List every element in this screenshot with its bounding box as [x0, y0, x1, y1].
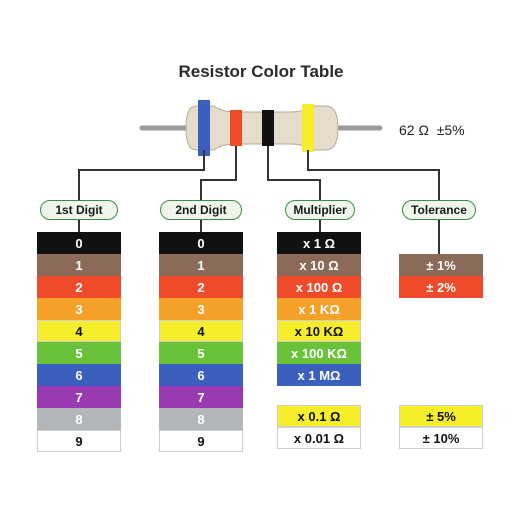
column-tolerance: ± 1%± 2% [399, 254, 483, 298]
color-cell: x 1 KΩ [277, 298, 361, 320]
color-cell: x 0.1 Ω [277, 405, 361, 427]
column-tolerance-extra: ± 5%± 10% [399, 405, 483, 449]
color-cell: x 100 KΩ [277, 342, 361, 364]
color-cell: 9 [159, 430, 243, 452]
color-cell: x 1 MΩ [277, 364, 361, 386]
color-cell: 5 [159, 342, 243, 364]
color-cell: x 10 Ω [277, 254, 361, 276]
wire-multiplier [267, 146, 321, 200]
header-2nd-digit: 2nd Digit [160, 200, 242, 220]
color-cell: 4 [159, 320, 243, 342]
color-cell: x 1 Ω [277, 232, 361, 254]
color-cell: x 100 Ω [277, 276, 361, 298]
color-cell: 6 [159, 364, 243, 386]
wire-2nd-digit [200, 146, 237, 200]
color-cell: 7 [159, 386, 243, 408]
color-cell: ± 1% [399, 254, 483, 276]
color-cell: 1 [159, 254, 243, 276]
color-cell: 8 [37, 408, 121, 430]
page-title: Resistor Color Table [178, 62, 344, 81]
color-cell: 1 [37, 254, 121, 276]
color-cell: ± 2% [399, 276, 483, 298]
header-tolerance: Tolerance [402, 200, 476, 220]
color-cell: ± 5% [399, 405, 483, 427]
color-cell: 0 [159, 232, 243, 254]
header-1st-digit: 1st Digit [40, 200, 118, 220]
color-cell: 2 [159, 276, 243, 298]
wire-1st-digit [78, 150, 205, 200]
resistor-band [230, 110, 242, 146]
color-cell: 4 [37, 320, 121, 342]
resistor-band [302, 104, 314, 152]
color-cell: x 0.01 Ω [277, 427, 361, 449]
color-cell: 8 [159, 408, 243, 430]
color-cell: 9 [37, 430, 121, 452]
color-cell: 5 [37, 342, 121, 364]
color-cell: ± 10% [399, 427, 483, 449]
wire-tolerance [307, 150, 440, 200]
resistor-value-label: 62 Ω ±5% [399, 122, 465, 138]
color-cell: 3 [37, 298, 121, 320]
color-cell: 6 [37, 364, 121, 386]
color-cell: 7 [37, 386, 121, 408]
color-cell: 3 [159, 298, 243, 320]
resistor-band [198, 100, 210, 156]
color-cell: 2 [37, 276, 121, 298]
color-cell: x 10 KΩ [277, 320, 361, 342]
resistor-band [262, 110, 274, 146]
color-cell: 0 [37, 232, 121, 254]
header-multiplier: Multiplier [285, 200, 355, 220]
